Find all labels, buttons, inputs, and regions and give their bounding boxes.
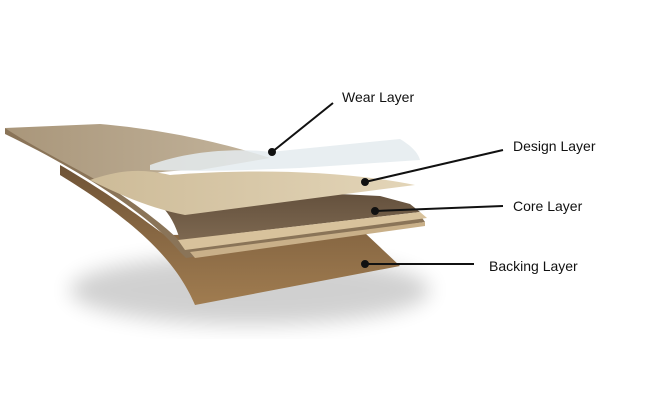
wear-leader-dot xyxy=(268,148,276,156)
core-leader-dot xyxy=(371,207,379,215)
design-layer xyxy=(90,170,415,215)
core-leader-line xyxy=(374,205,504,212)
backing-leader-dot xyxy=(361,260,369,268)
wear-layer xyxy=(150,139,420,171)
leader-lines xyxy=(268,102,504,268)
wear-layer-label: Wear Layer xyxy=(342,89,415,105)
backing-layer-label: Backing Layer xyxy=(489,258,578,274)
design-leader-dot xyxy=(361,178,369,186)
design-layer-label: Design Layer xyxy=(513,138,596,154)
core-tongue xyxy=(190,222,425,258)
design-leader-line xyxy=(364,149,504,183)
core-edge xyxy=(178,212,427,250)
plank-top xyxy=(5,124,270,185)
wear-leader-line xyxy=(271,102,334,153)
core-layer-label: Core Layer xyxy=(513,198,583,214)
